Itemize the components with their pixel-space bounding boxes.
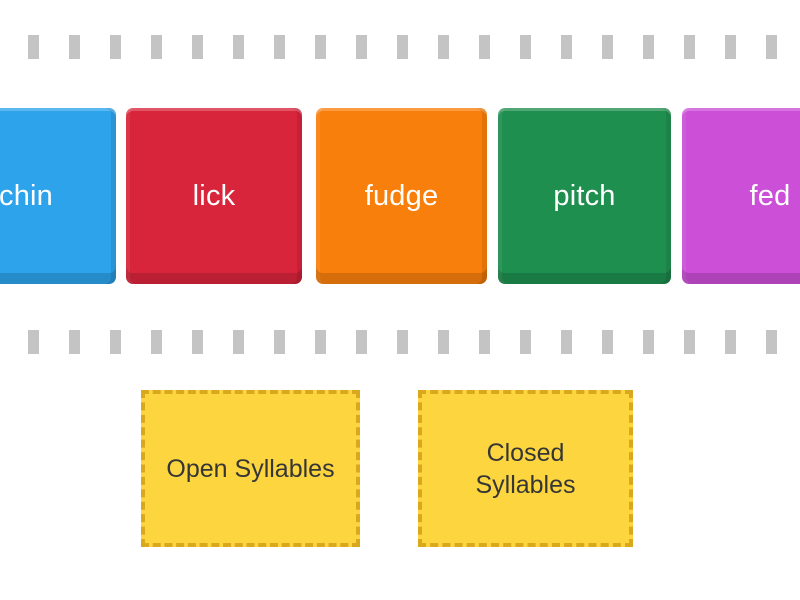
divider-dash [684,35,695,59]
divider-dash [438,35,449,59]
divider-dash [397,35,408,59]
word-tile-strip: chin lick fudge pitch fed [0,108,800,284]
divider-bottom [0,330,800,354]
divider-dash [274,330,285,354]
word-tile-label: pitch [553,179,616,212]
divider-dash [725,330,736,354]
divider-dash [110,330,121,354]
word-tile-lick[interactable]: lick [126,108,302,284]
divider-dash [151,330,162,354]
divider-dash [520,35,531,59]
word-tile-label: fudge [364,179,439,212]
divider-dash [356,330,367,354]
divider-dash [28,330,39,354]
dropzone-closed-syllables[interactable]: Closed Syllables [418,390,633,547]
dropzone-row: Open Syllables Closed Syllables [0,390,800,550]
divider-dash [151,35,162,59]
dropzone-label: Closed Syllables [475,438,576,499]
divider-dash [315,330,326,354]
divider-dash [602,35,613,59]
divider-dash [643,35,654,59]
divider-dash [356,35,367,59]
divider-dash [561,35,572,59]
divider-dash [274,35,285,59]
divider-dash [397,330,408,354]
divider-dash [561,330,572,354]
divider-dash [192,35,203,59]
divider-dash [602,330,613,354]
divider-dash [192,330,203,354]
divider-dash [479,35,490,59]
divider-dash [233,35,244,59]
divider-dash [725,35,736,59]
word-tile-label: chin [0,179,53,212]
dropzone-open-syllables[interactable]: Open Syllables [141,390,360,547]
divider-dash [438,330,449,354]
word-tile-chin[interactable]: chin [0,108,116,284]
dropzone-label: Open Syllables [166,454,335,483]
word-tile-label: lick [192,179,236,212]
divider-dash [69,330,80,354]
divider-dash [69,35,80,59]
word-tile-pitch[interactable]: pitch [498,108,671,284]
divider-dash [479,330,490,354]
divider-dash [520,330,531,354]
divider-dash [233,330,244,354]
word-tile-label: fed [749,179,791,212]
divider-dash [315,35,326,59]
divider-dash [766,35,777,59]
divider-dash [110,35,121,59]
divider-dash [684,330,695,354]
word-tile-fed[interactable]: fed [682,108,800,284]
divider-top [0,35,800,59]
word-tile-fudge[interactable]: fudge [316,108,487,284]
divider-dash [643,330,654,354]
divider-dash [28,35,39,59]
divider-dash [766,330,777,354]
